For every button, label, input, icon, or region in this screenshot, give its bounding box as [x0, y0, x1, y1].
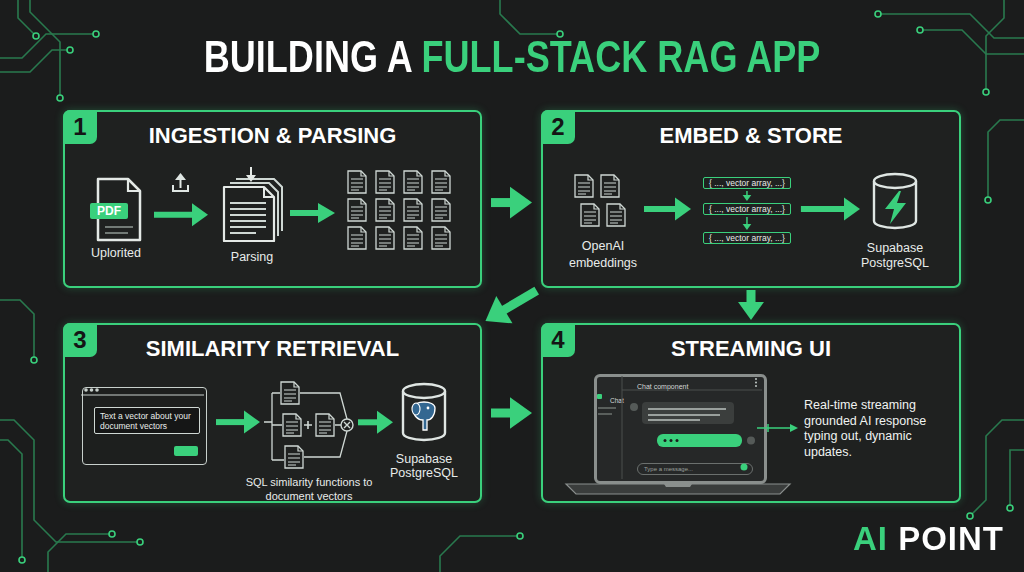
arrow-head: [510, 397, 532, 429]
svg-circle: [109, 531, 115, 537]
icon-outline: [220, 167, 284, 242]
similarity-icon: SQL similarity functions to document vec…: [264, 380, 354, 470]
svg-circle: [57, 95, 63, 101]
svg-circle: [93, 31, 99, 37]
icon-shape: [575, 175, 625, 226]
icon-shape: [90, 179, 140, 240]
arrow-shaft: [491, 198, 512, 207]
vector-text: { ..., vector array, ...}: [704, 204, 790, 214]
panel-heading: SIMILARITY RETRIEVAL: [65, 336, 480, 362]
browser-window: Text a vector about your document vector…: [82, 387, 207, 465]
svg-circle: [19, 557, 25, 563]
step-panel: 2EMBED & STORE OpenAI embeddings { ..., ve…: [541, 110, 961, 288]
pdf-icon: PDFUplorited: [90, 177, 142, 242]
svg-circle: [967, 513, 973, 519]
callout-note: Real-time streaming grounded AI response…: [804, 398, 944, 460]
svg-path: [970, 420, 1024, 516]
svg-path: [30, 0, 60, 98]
svg-path: [18, 0, 36, 36]
svg-path: [986, 0, 1004, 92]
svg-path: [1010, 450, 1024, 508]
chat-input: Type a message...: [637, 463, 753, 475]
svg-circle: [67, 47, 73, 53]
svg-path: [48, 534, 112, 572]
vector-text: { ..., vector array, ...}: [704, 233, 790, 243]
svg-path: [0, 440, 22, 560]
svg-path: [988, 120, 1024, 200]
step-panel: 1INGESTION & PARSINGPDFUploritedParsing: [63, 110, 482, 288]
svg-circle: [33, 33, 39, 39]
circuit-pads: [19, 11, 1013, 563]
svg-circle: [517, 533, 523, 539]
svg-circle: [31, 357, 37, 363]
arrow-head: [510, 187, 532, 219]
icon-label: OpenAI embeddings: [561, 238, 645, 272]
icon-label: Supabase PostgreSQL: [382, 452, 466, 480]
svg-circle: [917, 27, 923, 33]
icon-label: SQL similarity functions to document vec…: [244, 475, 374, 503]
svg-path: [0, 300, 34, 360]
flow-arrow: [491, 397, 532, 429]
main-title: BUILDING A FULL-STACK RAG APP: [204, 30, 821, 84]
icon-label: Parsing: [207, 250, 297, 265]
svg-path: [500, 0, 560, 34]
svg-path: [920, 30, 1024, 54]
svg-circle: [983, 89, 989, 95]
icon-label: Supabase PostgreSQL: [853, 241, 937, 271]
flow-arrow: [738, 290, 764, 320]
panel-heading: EMBED & STORE: [543, 123, 959, 149]
flow-arrow: [485, 291, 536, 324]
svg-circle: [875, 11, 881, 17]
svg-circle: [985, 197, 991, 203]
step-number: 1: [63, 110, 97, 144]
title-bar: BUILDING A FULL-STACK RAG APP: [0, 30, 1024, 84]
step-panel: 4STREAMING UI Chat componentChatType a me…: [541, 323, 961, 503]
sidebar-item: Chat: [610, 397, 624, 405]
arrow-head: [485, 296, 512, 323]
arrow-shaft: [747, 290, 756, 304]
svg-path: [440, 536, 520, 572]
step-number: 3: [63, 323, 97, 357]
chat-header: Chat component: [637, 382, 688, 391]
query-input: Text a vector about your document vector…: [94, 407, 200, 434]
step-number: 2: [541, 110, 575, 144]
documents-icon: OpenAI embeddings: [574, 174, 632, 228]
icon-shape: [264, 382, 353, 468]
icon-outline: [264, 380, 354, 470]
file-type: PDF: [90, 203, 128, 219]
icon-outline: [399, 382, 449, 442]
svg-path: [0, 34, 96, 58]
arrow-shaft: [502, 291, 536, 311]
panel-heading: STREAMING UI: [543, 336, 959, 362]
icon-label: Uplorited: [71, 246, 161, 261]
icon-outline: [574, 174, 632, 228]
icon-shape: [224, 167, 282, 241]
brand-logo: AI POINT: [853, 520, 1004, 558]
step-number: 4: [541, 323, 575, 357]
svg-path: [878, 14, 1024, 38]
vector-box: { ..., vector array, ...}: [703, 203, 791, 215]
icon-shape: [874, 174, 916, 228]
database-icon: Supabase PostgreSQL: [870, 172, 920, 230]
parsing-icon: Parsing: [220, 167, 284, 242]
svg-path: [0, 50, 70, 72]
panel-heading: INGESTION & PARSING: [65, 123, 480, 149]
vector-box: { ..., vector array, ...}: [703, 177, 791, 189]
flow-arrow: [491, 187, 532, 219]
icon-shape: [403, 384, 445, 440]
svg-circle: [137, 539, 143, 545]
arrow-shaft: [491, 409, 512, 418]
vector-text: { ..., vector array, ...}: [704, 178, 790, 188]
icon-outline: [870, 172, 920, 230]
vector-box: { ..., vector array, ...}: [703, 232, 791, 244]
step-panel: 3SIMILARITY RETRIEVAL Text a vector about…: [63, 323, 482, 503]
svg-circle: [1007, 505, 1013, 511]
database-icon: Supabase PostgreSQL: [399, 382, 449, 442]
arrow-head: [738, 302, 764, 320]
chat-screen: Chat componentChatType a message...: [594, 374, 767, 484]
